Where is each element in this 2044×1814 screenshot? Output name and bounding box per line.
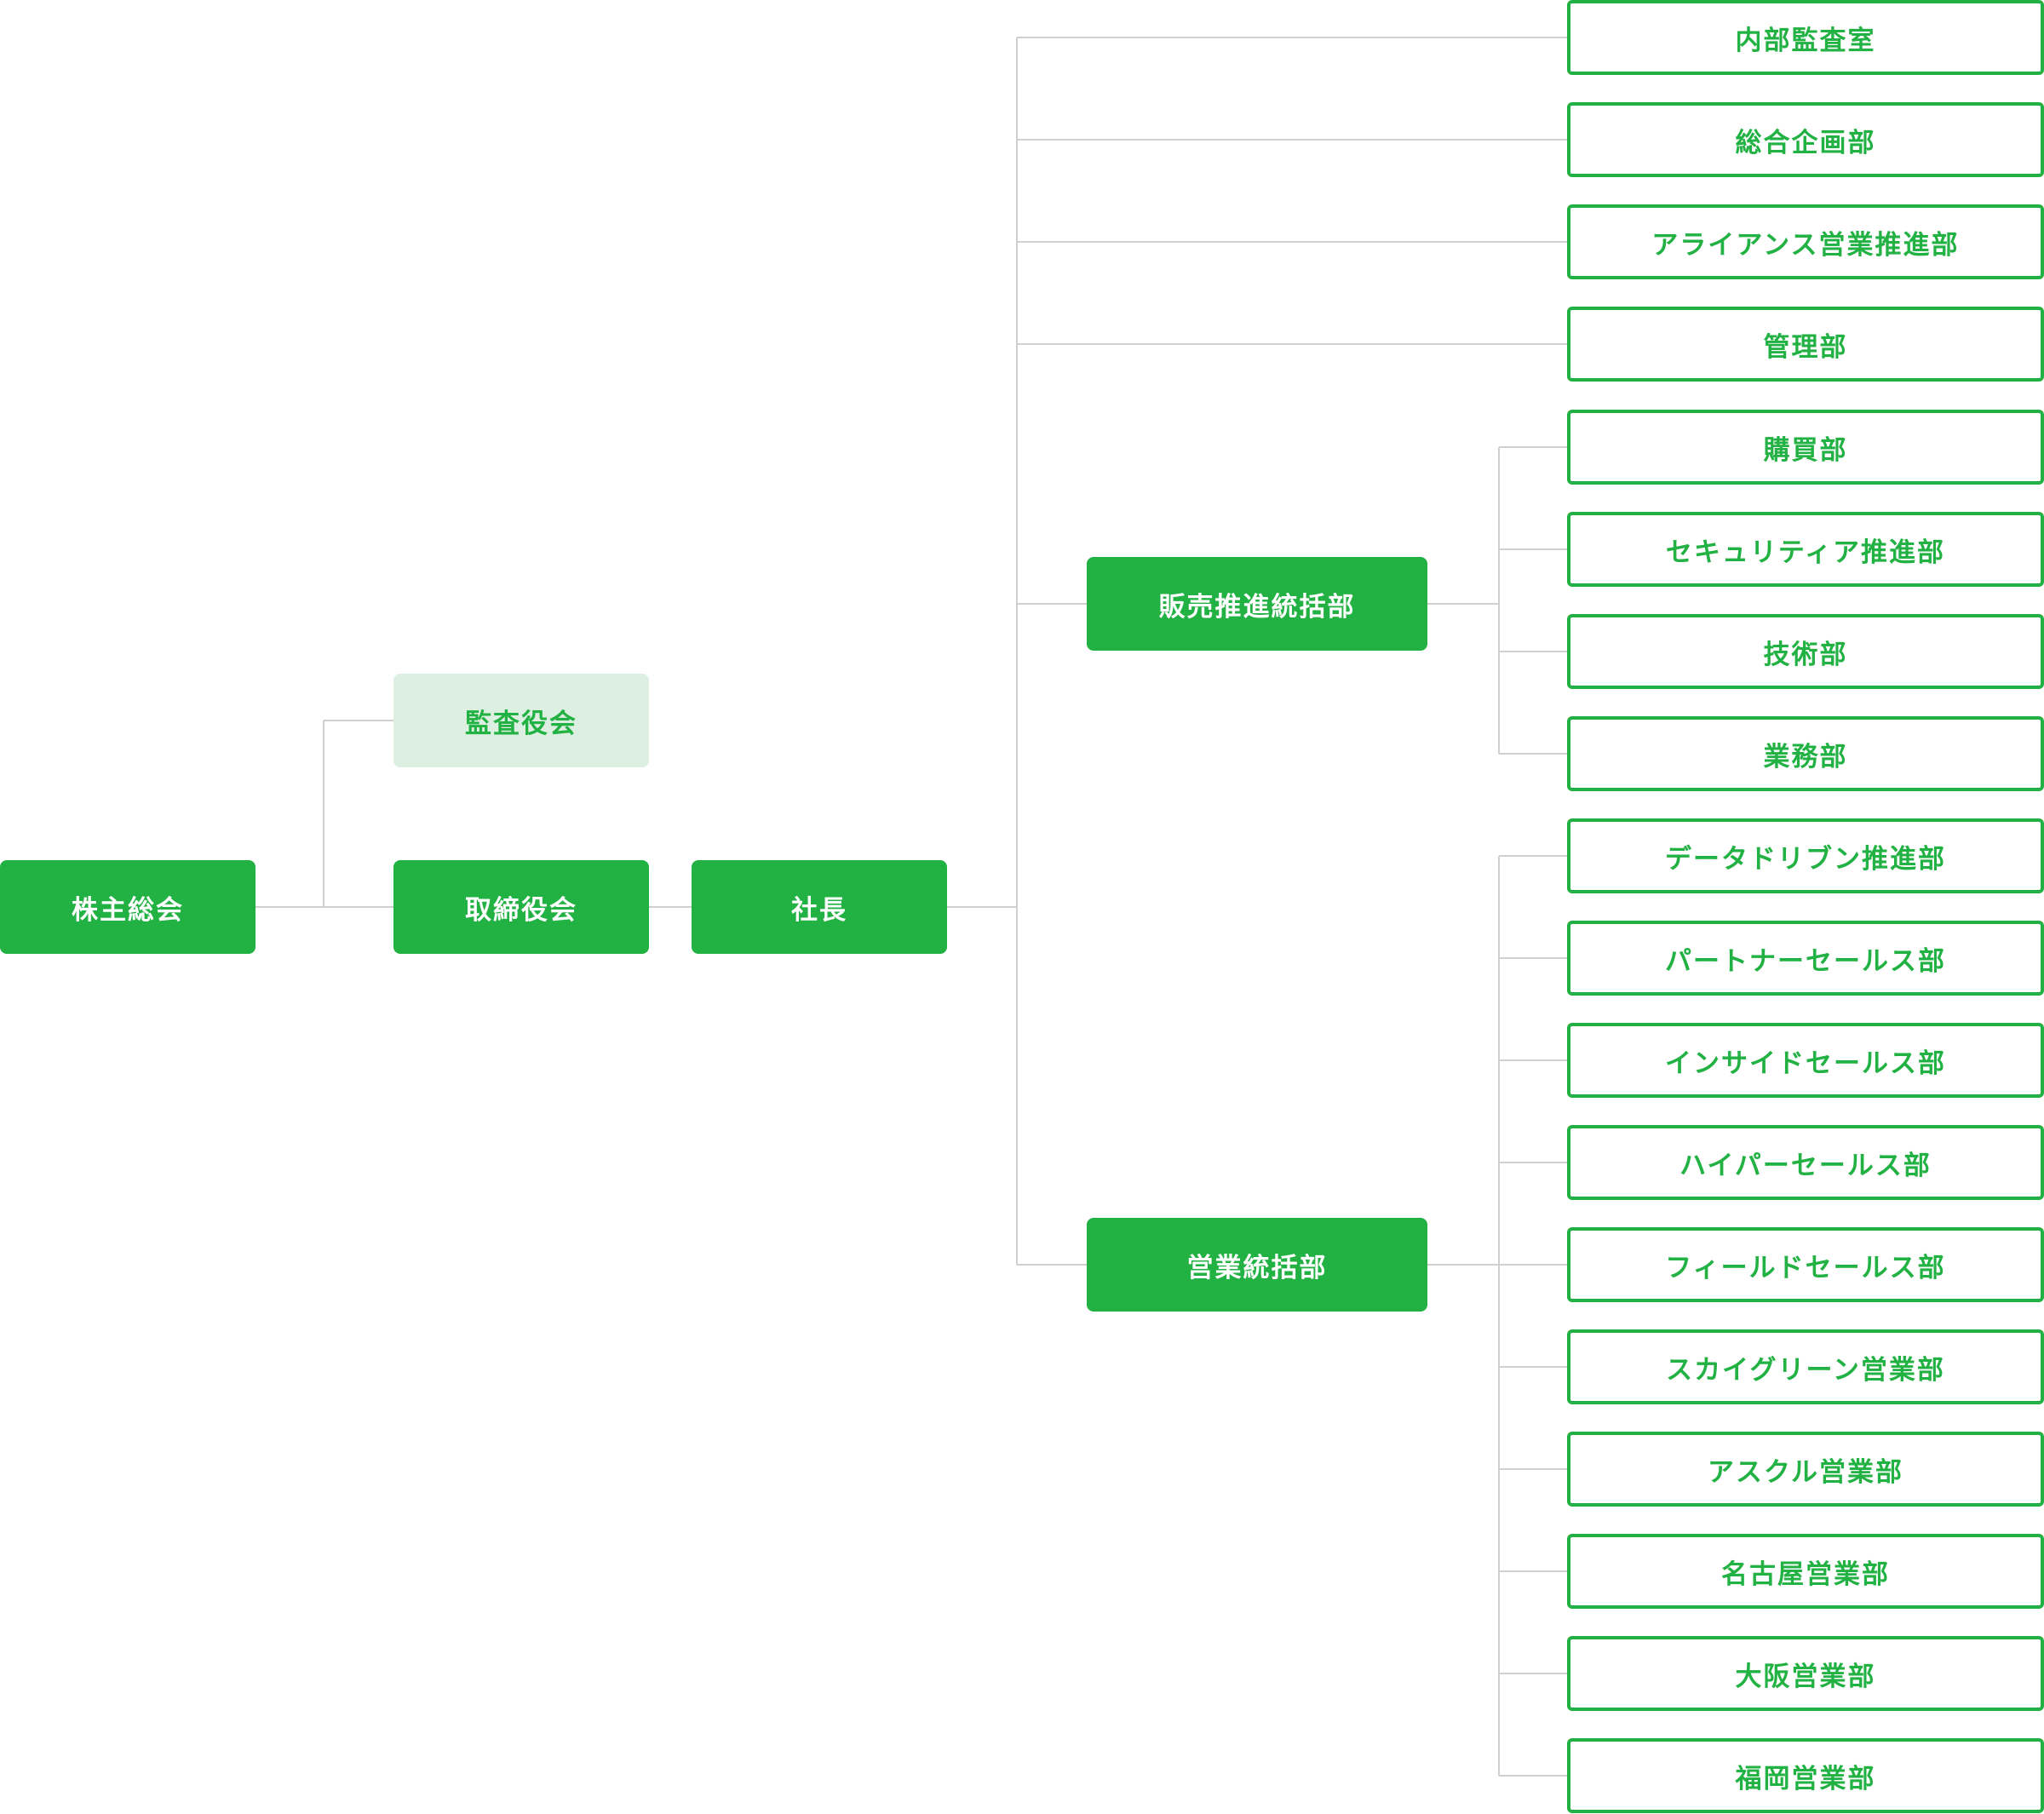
- dept-partner-sales: パートナーセールス部: [1567, 921, 2044, 996]
- dept-inside-sales: インサイドセールス部: [1567, 1023, 2044, 1098]
- dept-nagoya-sales: 名古屋営業部: [1567, 1534, 2044, 1609]
- dept-operations: 業務部: [1567, 716, 2044, 791]
- dept-purchasing: 購買部: [1567, 410, 2044, 485]
- dept-alliance-sales: アライアンス営業推進部: [1567, 204, 2044, 279]
- dept-technology: 技術部: [1567, 614, 2044, 689]
- dept-administration: 管理部: [1567, 307, 2044, 382]
- dept-fukuoka-sales: 福岡営業部: [1567, 1738, 2044, 1813]
- dept-data-driven: データドリブン推進部: [1567, 818, 2044, 893]
- node-board-of-directors: 取締役会: [393, 860, 649, 954]
- dept-securitia-promotion: セキュリティア推進部: [1567, 512, 2044, 587]
- dept-corporate-planning: 総合企画部: [1567, 102, 2044, 177]
- dept-askul-sales: アスクル営業部: [1567, 1432, 2044, 1507]
- node-board-of-auditors: 監査役会: [393, 674, 649, 767]
- dept-field-sales: フィールドセールス部: [1567, 1227, 2044, 1302]
- dept-internal-audit: 内部監査室: [1567, 0, 2044, 75]
- dept-hyper-sales: ハイパーセールス部: [1567, 1125, 2044, 1200]
- dept-skygreen-sales: スカイグリーン営業部: [1567, 1329, 2044, 1404]
- node-sales-hq: 営業統括部: [1087, 1218, 1427, 1312]
- dept-osaka-sales: 大阪営業部: [1567, 1636, 2044, 1711]
- node-shareholders-meeting: 株主総会: [0, 860, 256, 954]
- node-sales-promotion-hq: 販売推進統括部: [1087, 557, 1427, 651]
- node-president: 社長: [692, 860, 947, 954]
